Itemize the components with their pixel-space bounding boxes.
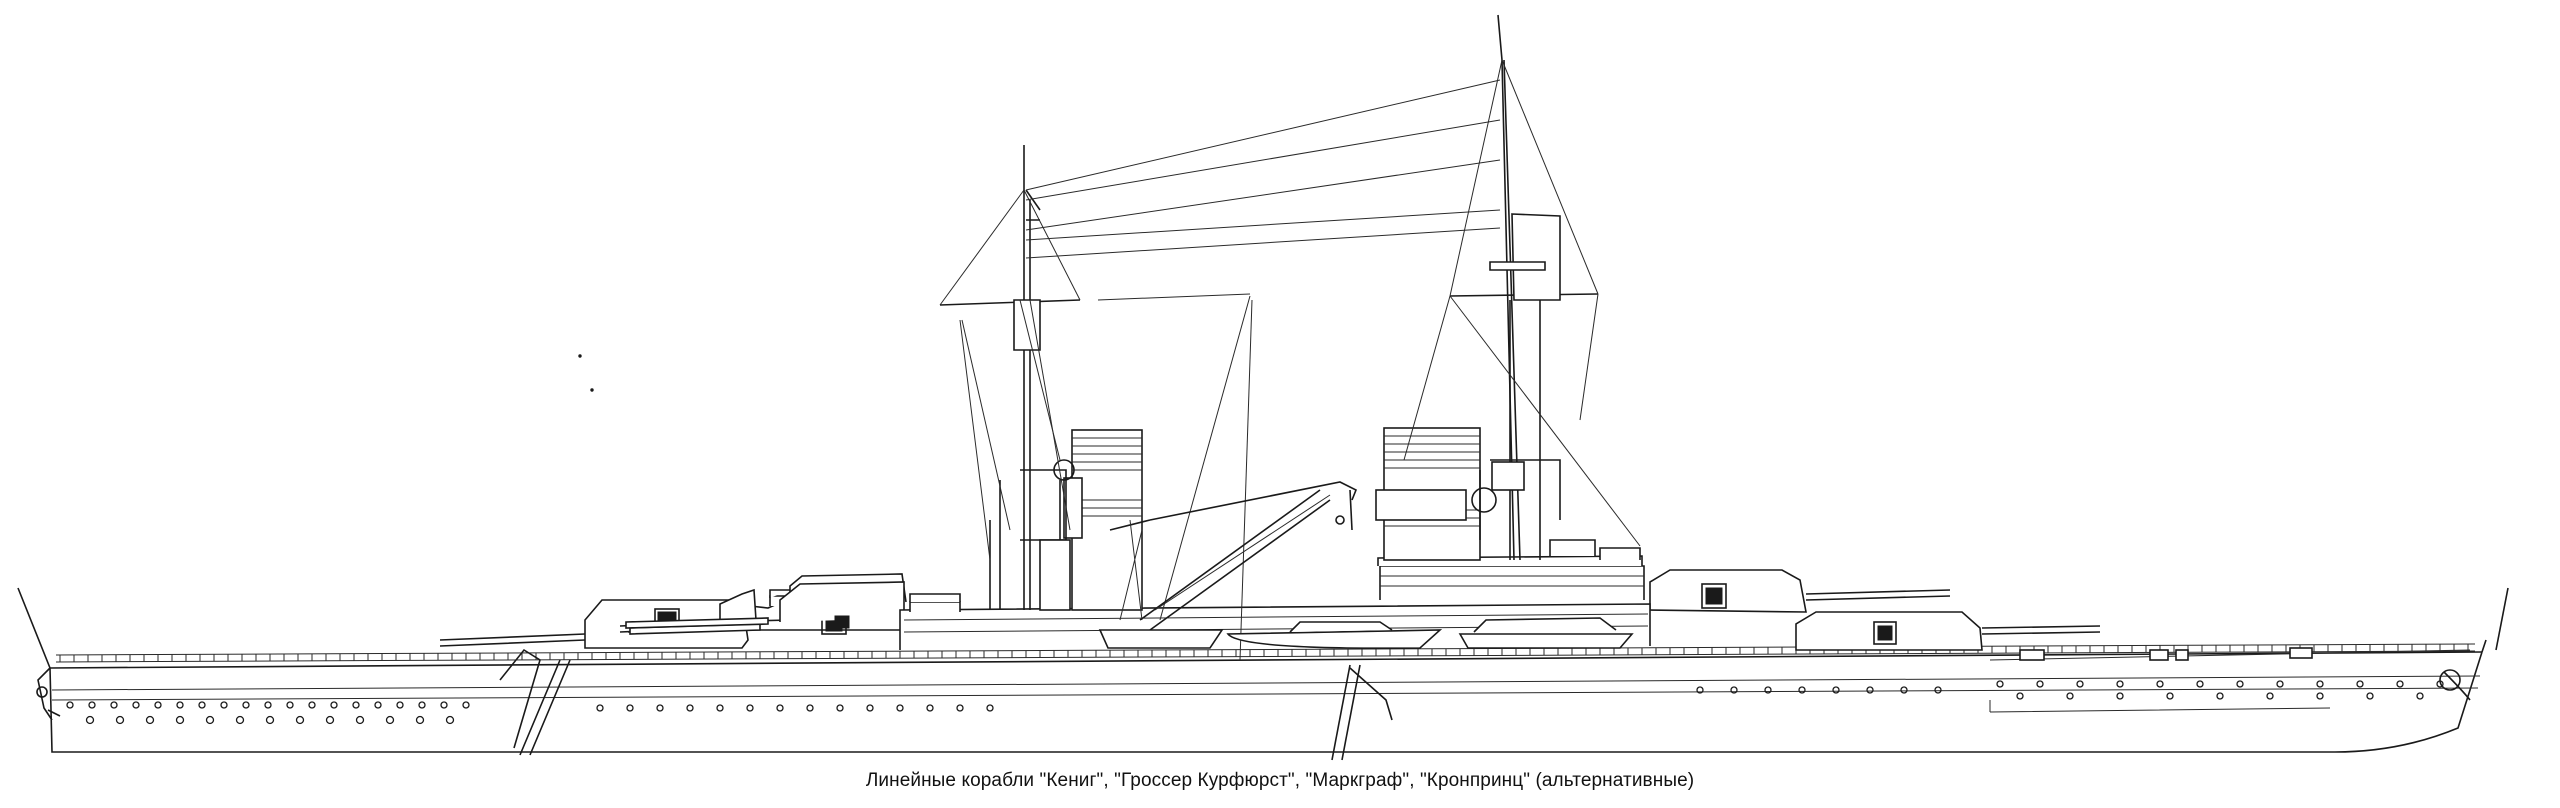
porthole <box>85 715 95 725</box>
porthole <box>2166 692 2174 700</box>
porthole <box>716 704 724 712</box>
porthole <box>2356 680 2364 688</box>
porthole <box>132 701 140 709</box>
porthole <box>352 701 360 709</box>
porthole <box>776 704 784 712</box>
porthole <box>175 715 185 725</box>
porthole <box>2116 692 2124 700</box>
rigging <box>939 59 1641 661</box>
porthole <box>1764 686 1772 694</box>
porthole <box>242 701 250 709</box>
porthole <box>2196 680 2204 688</box>
porthole-rows <box>66 680 2444 725</box>
porthole <box>445 715 455 725</box>
porthole <box>308 701 316 709</box>
porthole <box>220 701 228 709</box>
porthole <box>1696 686 1704 694</box>
porthole <box>396 701 404 709</box>
boat-crane <box>1109 481 1358 631</box>
porthole <box>686 704 694 712</box>
porthole <box>176 701 184 709</box>
porthole <box>2316 680 2324 688</box>
porthole <box>1900 686 1908 694</box>
porthole <box>596 704 604 712</box>
porthole <box>235 715 245 725</box>
porthole <box>2116 680 2124 688</box>
porthole <box>1996 680 2004 688</box>
aft-details <box>1989 647 2471 661</box>
porthole <box>896 704 904 712</box>
hull <box>37 639 2487 753</box>
porthole <box>264 701 272 709</box>
specks <box>578 354 594 392</box>
porthole <box>2016 692 2024 700</box>
conning-tower-fwd <box>625 581 905 635</box>
porthole <box>88 701 96 709</box>
porthole <box>2316 692 2324 700</box>
porthole <box>1866 686 1874 694</box>
porthole <box>2236 680 2244 688</box>
porthole <box>374 701 382 709</box>
porthole <box>110 701 118 709</box>
porthole <box>806 704 814 712</box>
porthole <box>926 704 934 712</box>
porthole <box>286 701 294 709</box>
porthole <box>415 715 425 725</box>
porthole <box>205 715 215 725</box>
accommodation-ladders <box>499 648 1393 761</box>
porthole <box>325 715 335 725</box>
porthole <box>418 701 426 709</box>
porthole <box>866 704 874 712</box>
porthole <box>626 704 634 712</box>
porthole <box>330 701 338 709</box>
porthole <box>154 701 162 709</box>
boats <box>909 593 1634 650</box>
porthole <box>2436 680 2444 688</box>
porthole <box>115 715 125 725</box>
porthole <box>1730 686 1738 694</box>
porthole <box>355 715 365 725</box>
porthole <box>2366 692 2374 700</box>
porthole <box>2276 680 2284 688</box>
porthole <box>295 715 305 725</box>
drawing-caption: Линейные корабли "Кениг", "Гроссер Курфю… <box>865 770 1695 791</box>
porthole <box>66 701 74 709</box>
porthole <box>1934 686 1942 694</box>
porthole <box>462 701 470 709</box>
porthole <box>2416 692 2424 700</box>
porthole <box>836 704 844 712</box>
funnel-aft <box>1375 427 1481 561</box>
porthole <box>2076 680 2084 688</box>
porthole <box>2266 692 2274 700</box>
foremast <box>939 145 1081 611</box>
porthole <box>2066 692 2074 700</box>
turret-x <box>1649 569 1951 613</box>
porthole <box>198 701 206 709</box>
turret-y <box>1795 611 2101 651</box>
porthole <box>956 704 964 712</box>
porthole <box>385 715 395 725</box>
porthole <box>1832 686 1840 694</box>
porthole <box>145 715 155 725</box>
porthole <box>440 701 448 709</box>
porthole <box>2396 680 2404 688</box>
porthole <box>2156 680 2164 688</box>
porthole <box>2216 692 2224 700</box>
porthole <box>1798 686 1806 694</box>
porthole <box>746 704 754 712</box>
porthole <box>986 704 994 712</box>
porthole <box>265 715 275 725</box>
porthole <box>656 704 664 712</box>
flag-staffs <box>17 587 2509 717</box>
deck-rail <box>55 643 2476 663</box>
porthole <box>2036 680 2044 688</box>
